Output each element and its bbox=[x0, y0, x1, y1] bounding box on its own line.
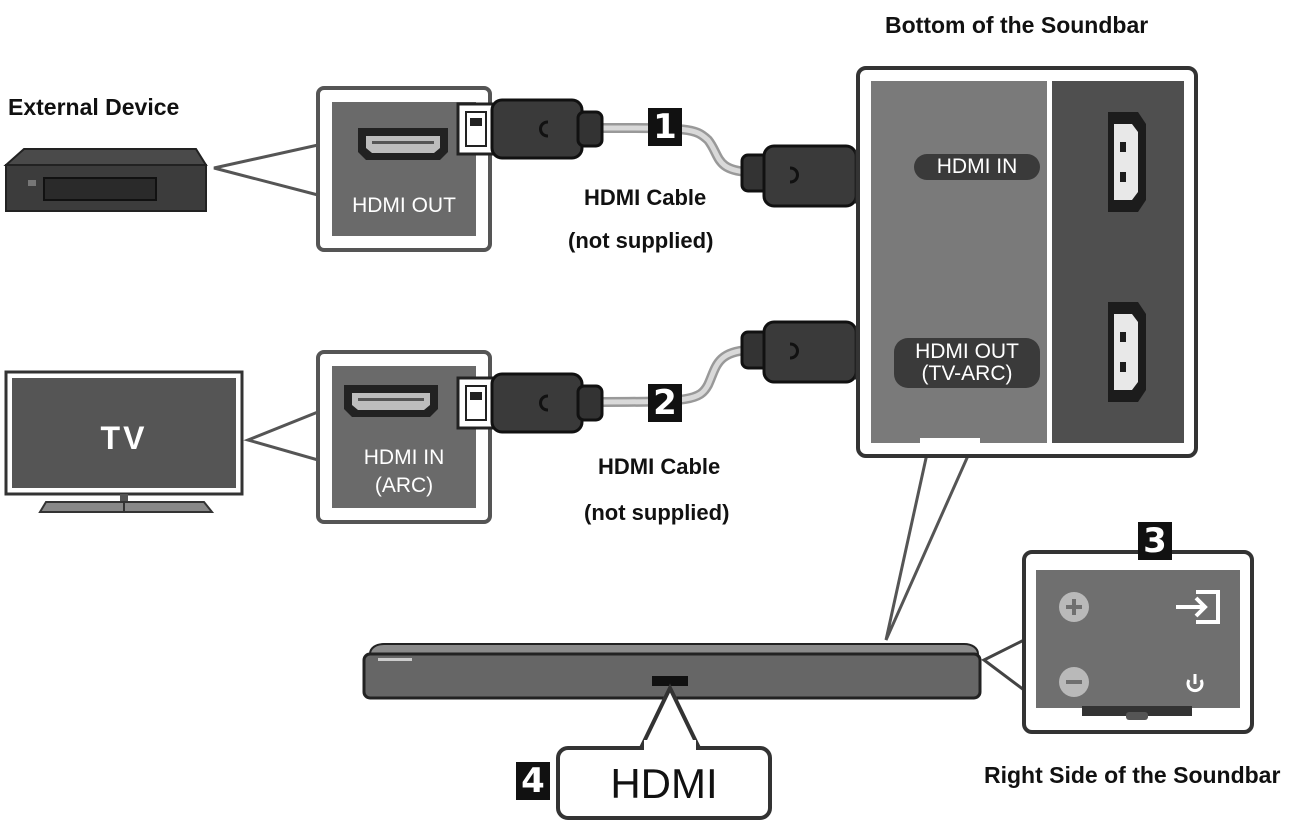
plus-icon bbox=[1059, 592, 1089, 622]
bottom-panel-left bbox=[871, 81, 1047, 443]
hdmi-port-icon bbox=[1108, 302, 1146, 402]
external-hdmi-out-label: HDMI OUT bbox=[352, 194, 456, 217]
cable2-note: (not supplied) bbox=[584, 500, 730, 525]
external-port-panel bbox=[332, 102, 476, 236]
external-device-label: External Device bbox=[8, 94, 180, 120]
right-callout-tail bbox=[981, 637, 1026, 693]
soundbar-hdmi-out-badge: HDMI OUT (TV-ARC) bbox=[894, 338, 1040, 388]
bottom-of-soundbar-label: Bottom of the Soundbar bbox=[885, 12, 1149, 38]
hdmi-port-icon bbox=[1108, 112, 1146, 212]
cable1-note: (not supplied) bbox=[568, 228, 714, 253]
power-icon bbox=[1186, 674, 1204, 693]
soundbar-hdmi-in-label: HDMI IN bbox=[914, 154, 1040, 180]
tv-arc-label: (ARC) bbox=[374, 474, 434, 497]
hdmi-plug-icon bbox=[456, 98, 604, 160]
hdmi-display-text: HDMI bbox=[610, 760, 718, 807]
hdmi-port-icon bbox=[358, 128, 448, 160]
external-device-icon bbox=[3, 148, 208, 212]
step-4-marker: 4 bbox=[516, 762, 550, 800]
tv-callout-tail bbox=[243, 409, 320, 462]
tv-label: TV bbox=[100, 420, 148, 456]
cable2-label: HDMI Cable bbox=[598, 454, 721, 479]
hdmi-plug-icon bbox=[456, 372, 604, 434]
right-side-label: Right Side of the Soundbar bbox=[984, 762, 1281, 788]
soundbar-hdmi-out-label: HDMI OUT bbox=[915, 340, 1019, 363]
soundbar-tv-arc-label: (TV-ARC) bbox=[921, 362, 1013, 385]
tv-icon bbox=[4, 370, 244, 513]
step-2-marker: 2 bbox=[648, 384, 682, 422]
step-3-marker: 3 bbox=[1138, 522, 1172, 560]
hdmi-port-icon bbox=[344, 385, 438, 417]
external-callout-tail bbox=[213, 143, 320, 197]
step-1-marker: 1 bbox=[648, 108, 682, 146]
bottom-callout-tail bbox=[884, 438, 978, 641]
minus-icon bbox=[1059, 667, 1089, 697]
input-source-icon bbox=[1176, 590, 1220, 624]
soundbar-icon bbox=[362, 643, 982, 700]
tv-hdmi-in-label: HDMI IN bbox=[363, 446, 445, 469]
cable1-label: HDMI Cable bbox=[584, 185, 707, 210]
